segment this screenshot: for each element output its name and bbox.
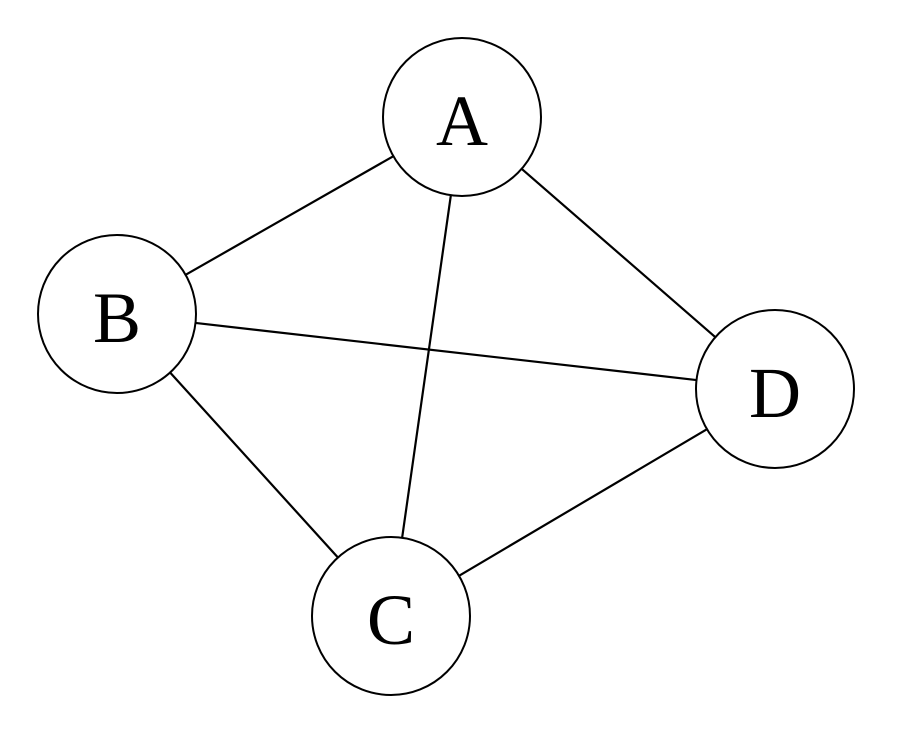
edge-a-b [184, 155, 395, 276]
edges-layer [168, 155, 717, 577]
edge-a-c [401, 194, 452, 539]
node-a-label: A [436, 81, 488, 161]
node-d-label: D [749, 353, 801, 433]
node-b-circle [37, 234, 197, 394]
edge-b-d [194, 321, 698, 382]
node-c: C [311, 536, 471, 696]
edge-c-d [457, 428, 709, 577]
node-b-label: B [93, 278, 141, 358]
node-c-label: C [367, 580, 415, 660]
node-d: D [695, 309, 855, 469]
node-c-circle [311, 536, 471, 696]
nodes-layer: A B C D [37, 37, 855, 696]
node-b: B [37, 234, 197, 394]
edge-b-c [168, 371, 340, 559]
node-a: A [382, 37, 542, 197]
node-d-circle [695, 309, 855, 469]
node-a-circle [382, 37, 542, 197]
edge-a-d [520, 167, 717, 339]
